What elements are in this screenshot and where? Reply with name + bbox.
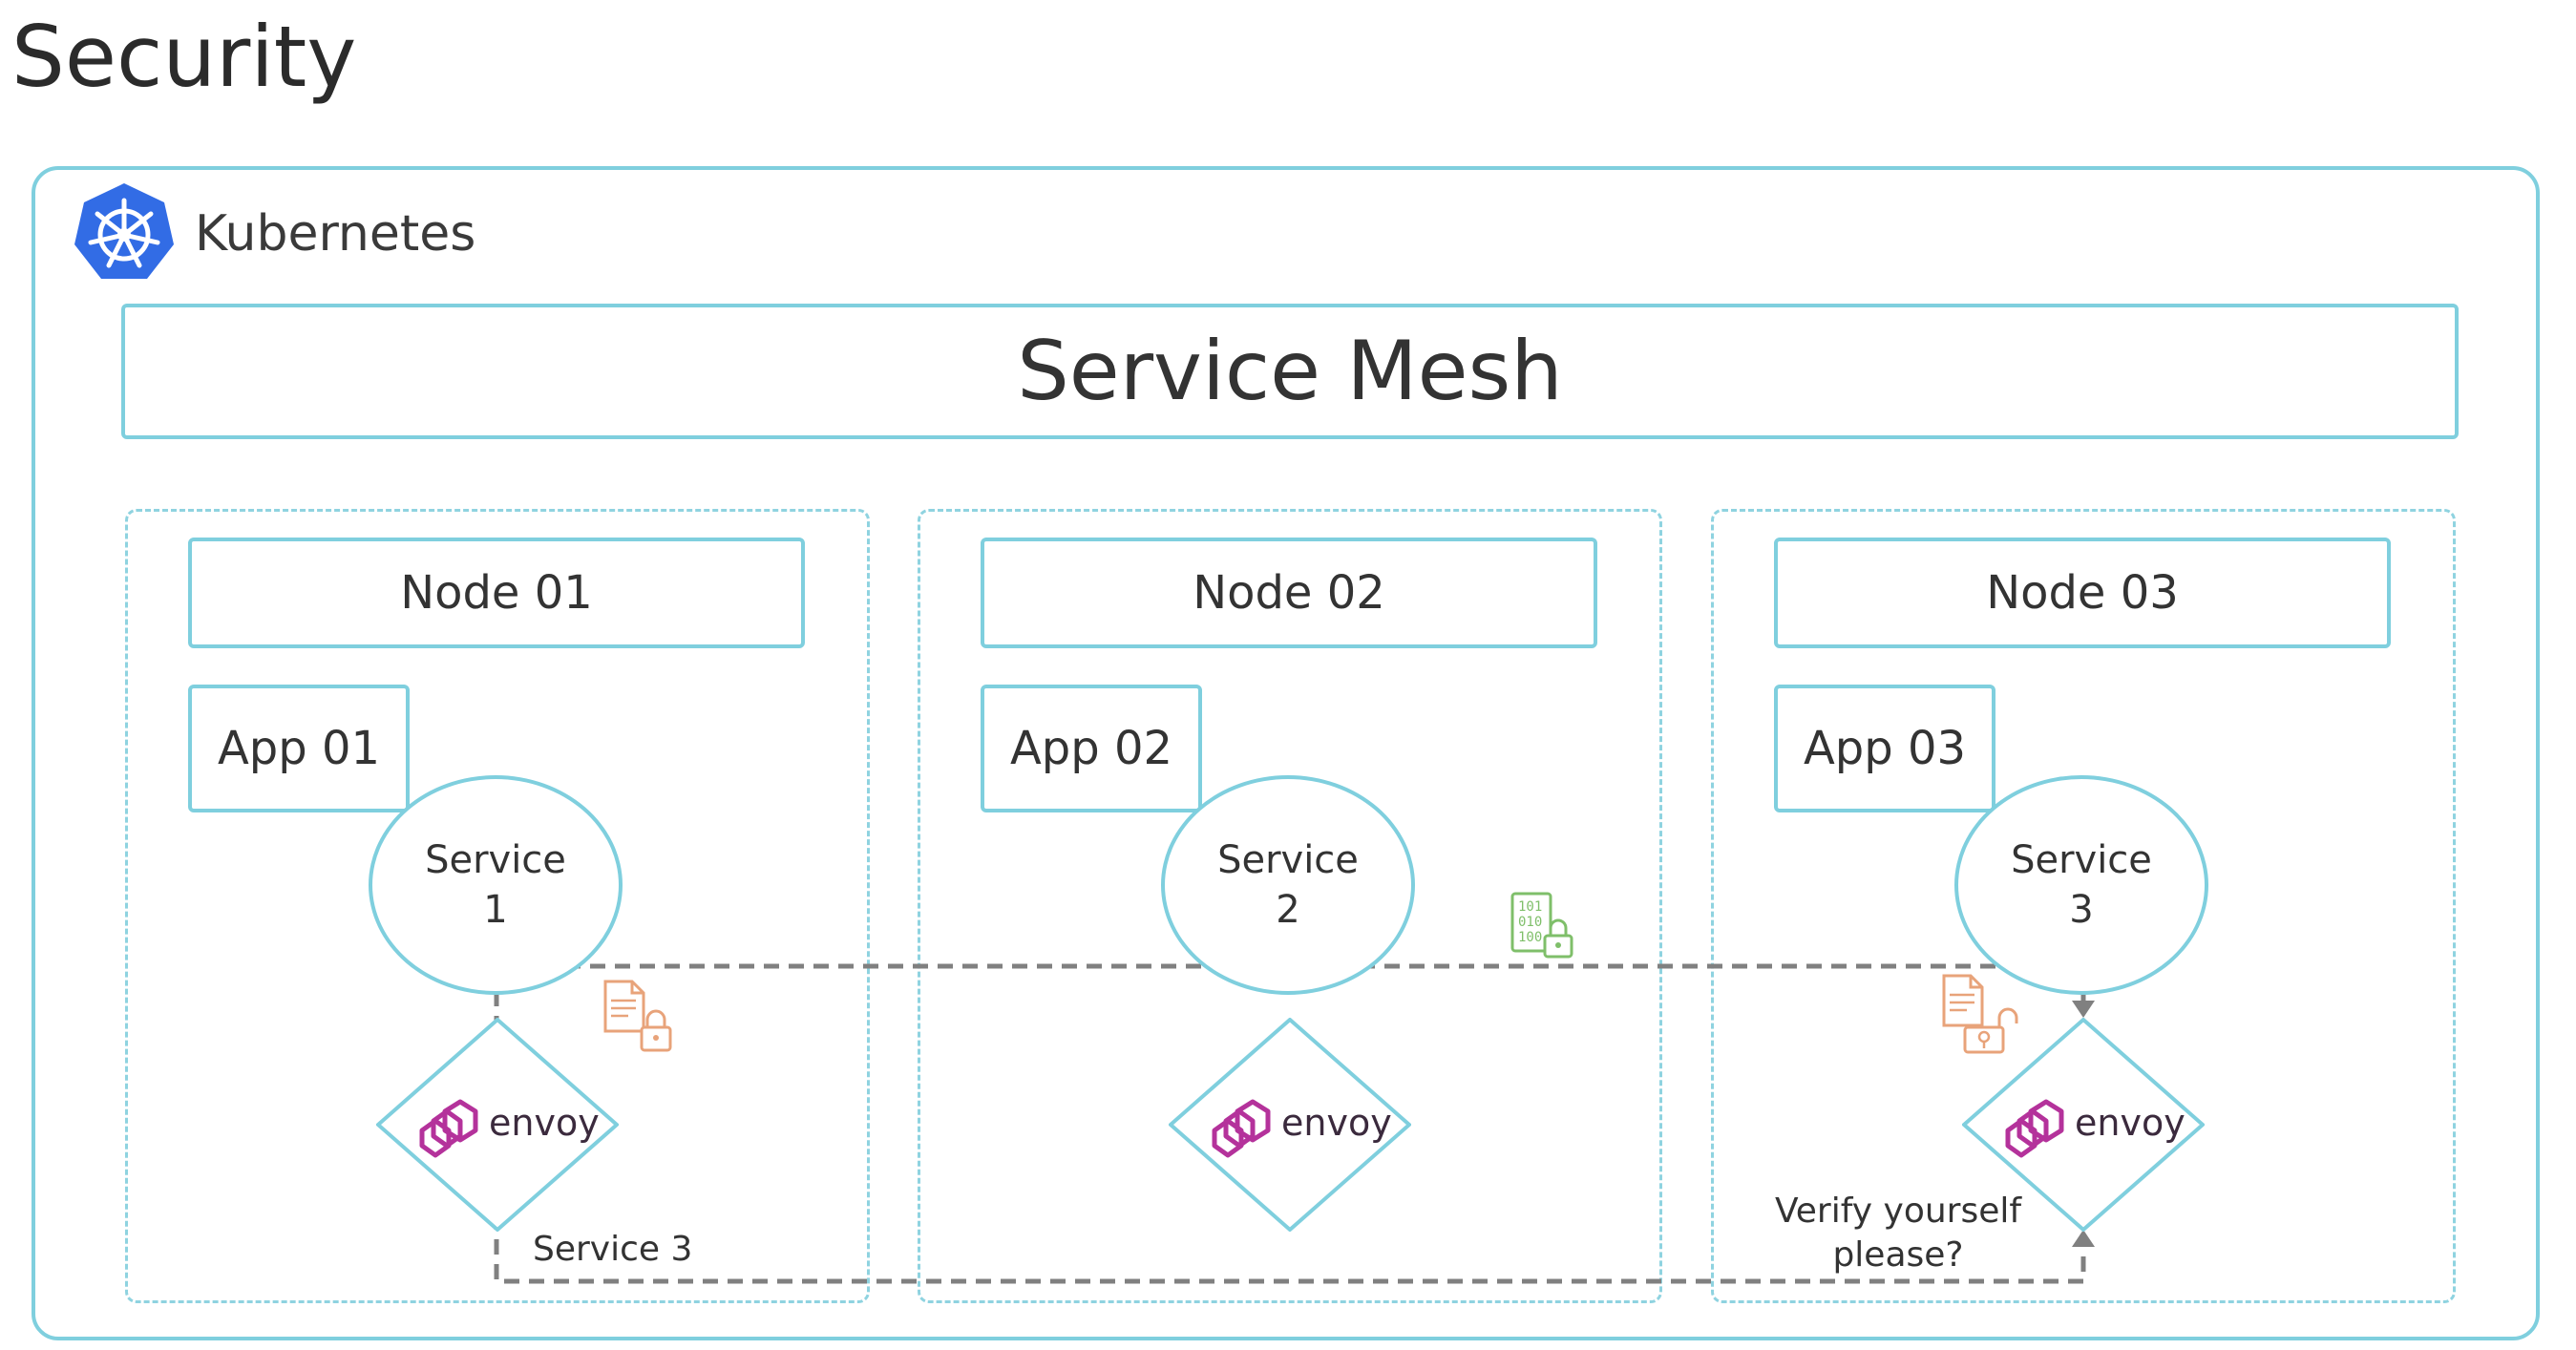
node-01-header: Node 01 bbox=[188, 538, 805, 648]
service-2-circle: Service 2 bbox=[1161, 775, 1415, 995]
kubernetes-wheel-icon bbox=[74, 183, 174, 279]
node-01-region bbox=[125, 509, 870, 1303]
kubernetes-cluster-frame bbox=[32, 166, 2540, 1340]
envoy-logo-icon bbox=[2005, 1099, 2064, 1158]
service-2-number: 2 bbox=[1276, 888, 1300, 932]
page-title: Security bbox=[11, 8, 357, 106]
envoy-3-label: envoy bbox=[2075, 1102, 2185, 1144]
service-3-number: 3 bbox=[2069, 888, 2094, 932]
app-01-box: App 01 bbox=[188, 685, 410, 812]
service-1-label: Service bbox=[425, 838, 566, 882]
verify-line-1: Verify yourself bbox=[1774, 1192, 2022, 1231]
service-1-circle: Service 1 bbox=[369, 775, 623, 995]
svg-text:010: 010 bbox=[1518, 915, 1542, 930]
certificate-unlock-icon bbox=[1942, 974, 2018, 1054]
envoy-logo-icon bbox=[419, 1099, 478, 1158]
verify-line-2: please? bbox=[1832, 1235, 1964, 1275]
service-3-label: Service bbox=[2011, 838, 2152, 882]
svg-text:101: 101 bbox=[1518, 899, 1542, 915]
envoy-2-label: envoy bbox=[1281, 1102, 1392, 1144]
certificate-lock-icon bbox=[603, 980, 672, 1052]
svg-text:100: 100 bbox=[1518, 930, 1542, 945]
node-02-header: Node 02 bbox=[981, 538, 1597, 648]
envoy-logo-icon bbox=[1212, 1099, 1271, 1158]
envoy-1-label: envoy bbox=[489, 1102, 600, 1144]
envoy-proxy-1 bbox=[376, 1018, 619, 1232]
encrypted-binary-lock-icon: 101 010 100 bbox=[1510, 892, 1573, 959]
service-3-caption: Service 3 bbox=[533, 1228, 693, 1272]
service-1-number: 1 bbox=[483, 888, 508, 932]
node-03-header: Node 03 bbox=[1774, 538, 2391, 648]
verify-yourself-caption: Verify yourself please? bbox=[1755, 1190, 2041, 1277]
service-3-circle: Service 3 bbox=[1954, 775, 2208, 995]
app-03-box: App 03 bbox=[1774, 685, 1995, 812]
app-02-box: App 02 bbox=[981, 685, 1202, 812]
kubernetes-label: Kubernetes bbox=[195, 205, 476, 263]
service-2-label: Service bbox=[1217, 838, 1359, 882]
envoy-proxy-3 bbox=[1962, 1018, 2205, 1232]
node-02-region bbox=[918, 509, 1662, 1303]
node-03-region bbox=[1711, 509, 2456, 1303]
service-mesh-box: Service Mesh bbox=[121, 304, 2459, 439]
envoy-proxy-2 bbox=[1169, 1018, 1411, 1232]
